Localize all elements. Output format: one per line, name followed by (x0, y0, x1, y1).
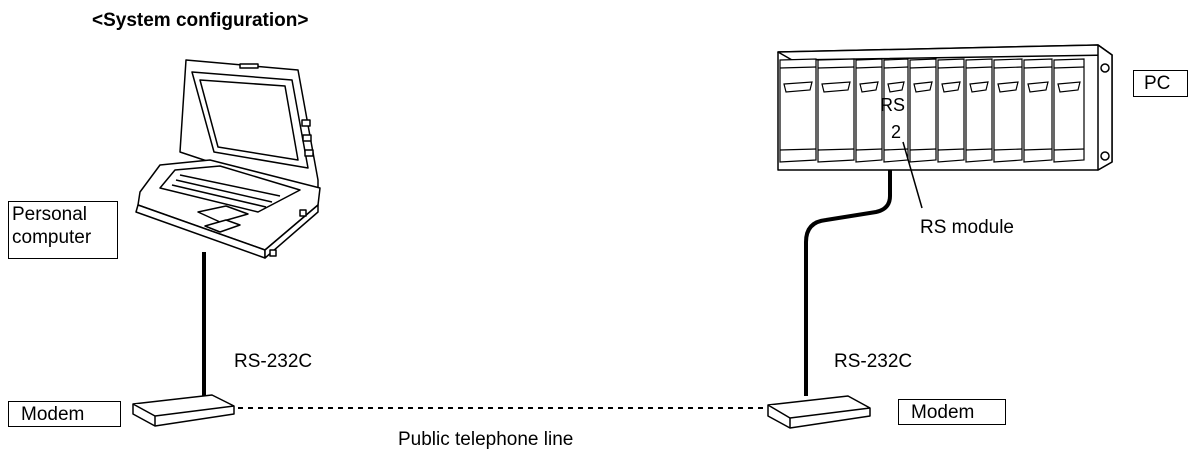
rack-module-slot (1054, 59, 1084, 162)
rs232c-right-label: RS-232C (834, 352, 912, 371)
rack-module-slot (780, 59, 816, 162)
rack-module-slot (856, 59, 882, 162)
rack-module-indicator (822, 82, 850, 92)
rack-module-indicator (860, 82, 878, 92)
rack-module-slot (818, 59, 854, 162)
slot-2-label: 2 (891, 123, 901, 141)
modem-right-label: Modem (898, 399, 1006, 425)
personal-computer-line2: computer (12, 227, 114, 250)
rs-module-label: RS module (920, 218, 1014, 237)
rack-module-indicator (998, 82, 1018, 92)
modem-left-label: Modem (8, 401, 121, 427)
rack-module-indicator (1058, 82, 1080, 92)
pc-rack-modules (780, 59, 1084, 162)
rack-module-indicator (914, 82, 932, 92)
public-telephone-line-label: Public telephone line (398, 430, 573, 449)
rack-module-indicator (1028, 82, 1048, 92)
rack-module-indicator (888, 82, 904, 92)
rs232c-left-label: RS-232C (234, 352, 312, 371)
personal-computer-line1: Personal (12, 204, 114, 227)
modem-right-icon (768, 396, 870, 428)
slot-rs-label: RS (880, 96, 905, 114)
rack-module-indicator (784, 82, 812, 92)
rack-module-indicator (970, 82, 988, 92)
rack-module-slot (966, 59, 992, 162)
rack-module-slot (910, 59, 936, 162)
rack-module-slot (1024, 59, 1052, 162)
rack-module-slot (938, 59, 964, 162)
personal-computer-label: Personal computer (8, 201, 118, 259)
rack-module-indicator (942, 82, 960, 92)
rack-module-slot (994, 59, 1022, 162)
pc-label: PC (1133, 70, 1188, 97)
laptop-icon (136, 60, 320, 258)
modem-left-icon (133, 395, 234, 426)
